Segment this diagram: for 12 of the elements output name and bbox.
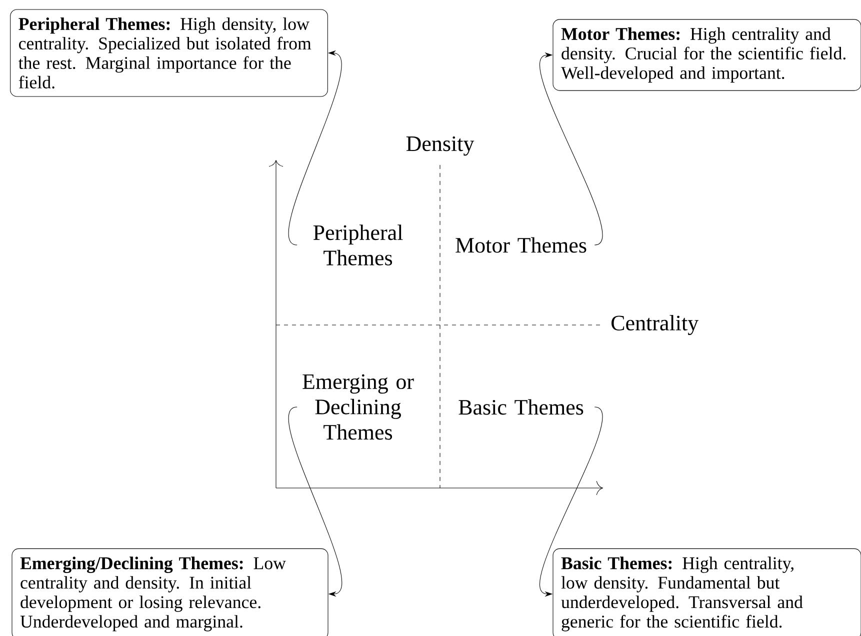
curved-arrow	[540, 52, 603, 246]
quadrant-label: Motor Themes	[456, 237, 586, 253]
axis-label: Density	[406, 136, 474, 156]
axis-label: Centrality	[612, 315, 699, 335]
quadrant-label: Peripheral Themes	[313, 224, 403, 266]
description-box: Motor Themes: High centrality and density. Crucial for the scientific field. Well-developed and important.	[552, 19, 861, 91]
description-box: Emerging/Declining Themes: Low centrality and density. In initial development or losing relevance. Underdeveloped and marginal.	[12, 548, 328, 636]
description-box: Peripheral Themes: High density, low centrality. Specialized but isolated from the rest. Marginal importance for the field.	[10, 9, 328, 97]
curved-arrow	[288, 406, 342, 597]
quadrant-label: Basic Themes	[458, 399, 584, 415]
quadrant-label: Emerging or Declining Themes	[302, 374, 414, 440]
description-box: Basic Themes: High centrality, low density. Fundamental but underdeveloped. Transversal and generic for the scientific field.	[552, 548, 861, 636]
